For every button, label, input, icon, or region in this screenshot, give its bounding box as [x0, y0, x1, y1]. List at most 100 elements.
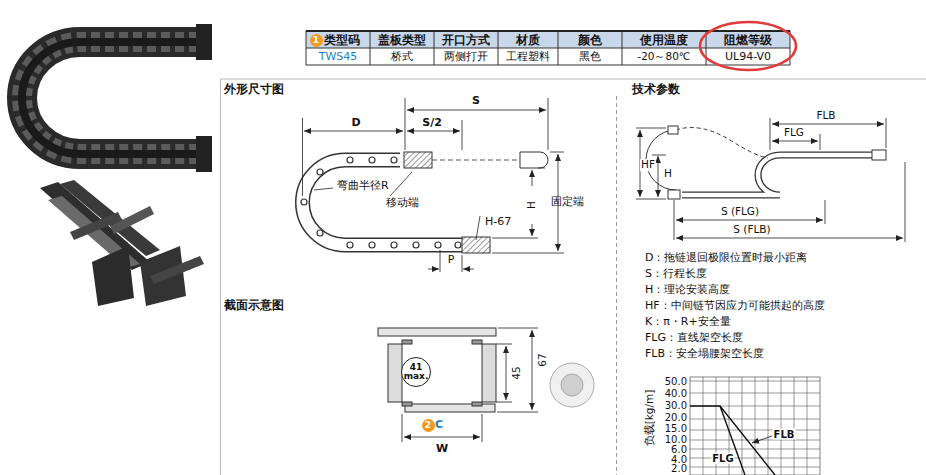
frame-line: [220, 79, 926, 80]
table-header: 开口方式: [442, 34, 490, 47]
dimension-lines: [462, 120, 463, 150]
highlight-ellipse: [700, 22, 796, 70]
cross-section: [550, 363, 594, 407]
load-chart: [794, 377, 795, 475]
cross-section: [472, 340, 482, 344]
table-header: 类型码: [324, 34, 360, 47]
tech-drawing: [636, 199, 666, 200]
chain-photo: [22, 24, 212, 172]
dimension-label: FLG: [784, 127, 804, 139]
load-chart: [752, 436, 772, 443]
parameter-note: FLG：直线架空长度: [645, 332, 743, 344]
load-chart: [781, 377, 782, 475]
load-chart: [690, 377, 820, 475]
chain-outline: [317, 169, 323, 175]
dimension-label: S/2: [422, 117, 442, 129]
load-chart: [703, 377, 704, 475]
tech-drawing: [652, 155, 666, 156]
dimension-lines: [440, 250, 441, 272]
cross-section: [402, 414, 403, 442]
cross-section: [378, 328, 496, 336]
cross-section: [496, 402, 512, 403]
cross-section: [561, 374, 583, 396]
spec-table: [434, 31, 435, 65]
spec-table: [306, 31, 790, 65]
dimension-lines: [405, 98, 406, 150]
cross-section: [402, 340, 412, 344]
axis-tick: 6.0: [671, 444, 687, 455]
tech-drawing: [676, 238, 903, 239]
spec-table: [306, 48, 790, 49]
axis-tick: 15.0: [665, 423, 687, 434]
dimension-label: FLB: [816, 110, 835, 122]
curve-label: FLB: [773, 429, 796, 440]
load-chart: [742, 377, 743, 475]
cross-section: [378, 328, 594, 442]
dimension-label: 45: [511, 365, 523, 380]
dimension-label: H-67: [484, 216, 512, 228]
spec-table: [622, 31, 623, 65]
tech-drawing: [820, 134, 821, 150]
axis-tick: 20.0: [665, 412, 687, 423]
section-title: 技术参数: [632, 83, 680, 96]
parameter-note: H：理论安装高度: [645, 284, 730, 296]
cross-section: [496, 344, 512, 345]
exploded-chain-photo: [150, 256, 204, 284]
cable-size-circle: 41 max.: [401, 357, 431, 387]
tech-drawing: [905, 162, 906, 242]
cross-section: [482, 414, 483, 442]
table-cell: UL94-V0: [725, 51, 771, 63]
chain-outline: [347, 242, 353, 248]
dimension-lines: [390, 172, 412, 196]
cross-section: [404, 437, 480, 438]
tech-drawing: [636, 128, 666, 129]
load-chart: [768, 377, 769, 475]
chain-photo: [22, 42, 212, 154]
axis-tick: 10.0: [665, 434, 687, 445]
cross-section: [532, 330, 533, 410]
node-text: 1: [313, 36, 319, 45]
parameter-note: S：行程长度: [645, 268, 707, 280]
frame-line: [220, 79, 926, 475]
dimension-lines: [462, 255, 463, 272]
tech-drawing: [668, 190, 680, 199]
node-text: 41 max.: [403, 363, 429, 381]
spec-table: [498, 31, 499, 65]
chain-outline: [455, 242, 461, 248]
dimension-label: S (FLB): [732, 224, 771, 236]
table-cell: 工程塑料: [506, 51, 550, 63]
dimension-lines: [492, 238, 538, 239]
tech-drawing: [682, 155, 872, 195]
axis-tick: 40.0: [665, 388, 687, 399]
cross-section: [472, 402, 482, 406]
chain-outline: [391, 242, 397, 248]
load-chart: [755, 377, 756, 475]
spec-table: [306, 30, 790, 32]
dimension-lines: [303, 98, 565, 272]
table-cell: 黑色: [579, 51, 601, 63]
tech-drawing: [772, 124, 884, 125]
axis-tick: 50.0: [665, 376, 687, 387]
tech-drawing: [676, 128, 768, 158]
section-title: 截面示意图: [224, 299, 284, 312]
dimension-lines: [428, 269, 439, 270]
axis-title: 负载[kg/m]: [644, 390, 656, 447]
parameter-note: D：拖链退回极限位置时最小距离: [645, 252, 807, 264]
spec-table: [306, 31, 790, 65]
chain-outline: [303, 160, 463, 245]
parameter-note: HF：中间链节因应力可能拱起的高度: [645, 300, 825, 312]
spec-table: [558, 31, 559, 65]
chain-outline: [432, 160, 518, 161]
part-label: 固定端: [551, 196, 584, 208]
load-chart: [720, 406, 745, 475]
dimension-label: S: [472, 95, 480, 107]
dimension-lines: [532, 224, 533, 236]
callout-number: 1: [310, 34, 323, 47]
table-header: 颜色: [578, 34, 602, 47]
tech-drawing: [636, 118, 905, 242]
chain-outline: [413, 242, 419, 248]
chain-outline: [301, 157, 461, 248]
cross-section: [506, 346, 507, 400]
dimension-lines: [304, 131, 403, 132]
